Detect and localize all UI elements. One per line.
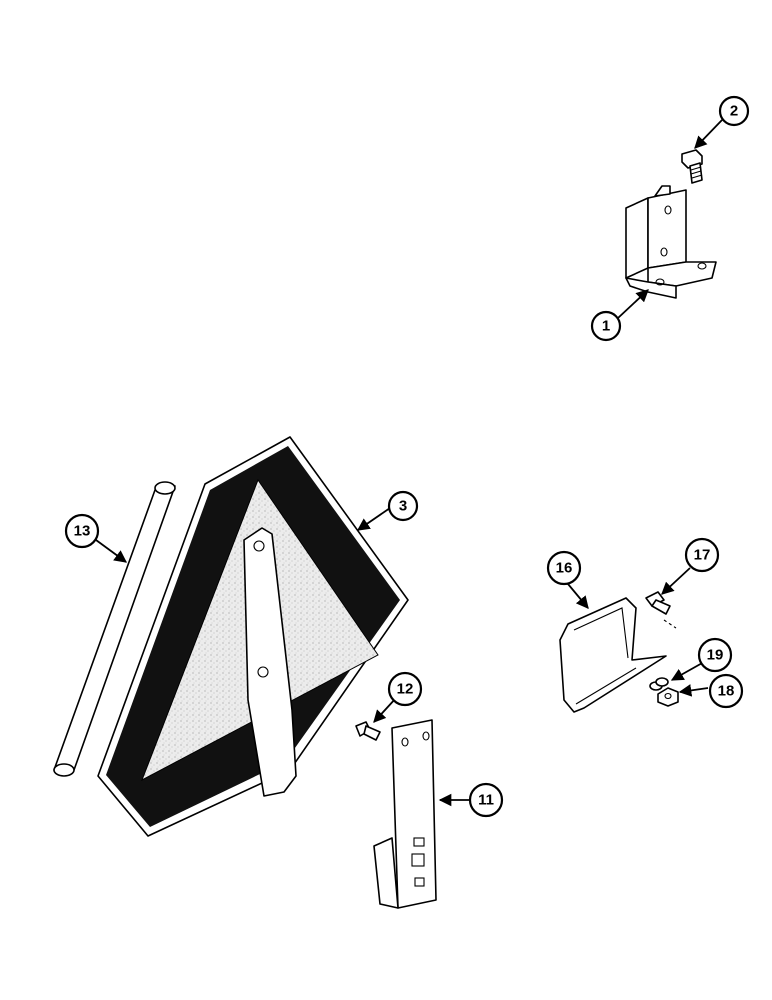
svg-text:16: 16 [556,560,573,577]
tube-part-13 [53,481,176,777]
svg-text:12: 12 [397,681,414,698]
svg-text:17: 17 [694,547,711,564]
svg-text:3: 3 [399,498,407,515]
svg-text:1: 1 [602,318,610,335]
callout-12: 12 [387,671,423,707]
smv-sign-part-3 [97,436,409,837]
mount-bracket-part-11 [373,719,437,909]
leader-lines [95,119,723,807]
callout-11: 11 [468,782,504,818]
svg-text:2: 2 [730,103,738,120]
callout-3: 3 [387,490,419,522]
callout-13: 13 [64,513,100,549]
callout-19: 19 [697,637,733,673]
bolt-part-2 [681,149,703,184]
svg-text:13: 13 [74,523,91,540]
nut-part-18 [657,687,679,707]
svg-text:11: 11 [478,792,494,809]
callout-17: 17 [684,537,720,573]
guard-plate-part-16 [559,597,667,713]
callout-16: 16 [546,550,582,586]
callout-18: 18 [708,673,744,709]
bolt-part-17 [645,591,677,629]
callout-2: 2 [718,95,750,127]
svg-text:18: 18 [718,683,735,700]
screw-part-12 [355,721,381,741]
lock-washer-part-19 [649,677,669,691]
svg-text:19: 19 [707,647,724,664]
bracket-part-1 [625,185,717,299]
callout-1: 1 [590,310,622,342]
